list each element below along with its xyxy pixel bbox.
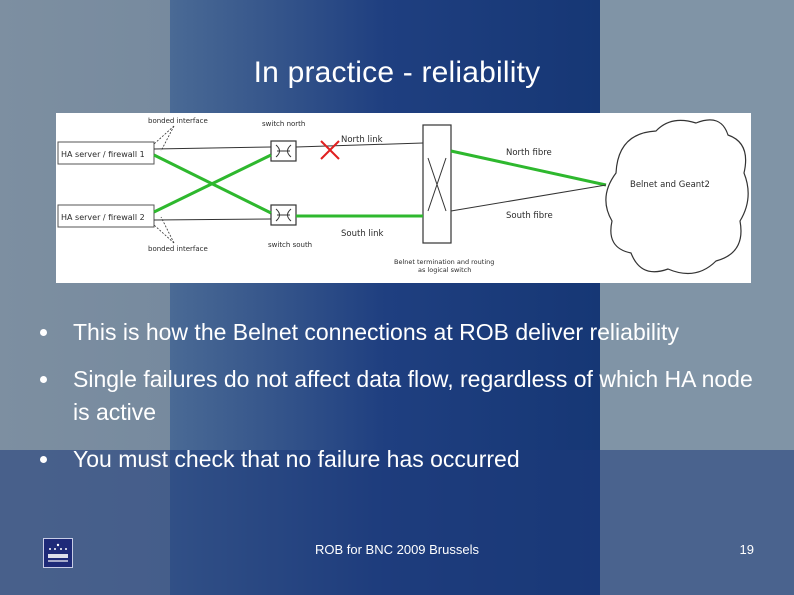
page-number: 19 [739, 542, 754, 557]
network-diagram: Belnet and Geant2 HA server / firewall 1… [56, 113, 751, 283]
north-fibre-label: North fibre [506, 148, 552, 158]
server-1-box [57, 141, 155, 165]
north-fibre-line [450, 149, 607, 187]
bonded-interface-top-label: bonded interface [148, 117, 208, 125]
bullet-item: This is how the Belnet connections at RO… [40, 316, 760, 349]
bullet-text: Single failures do not affect data flow,… [73, 366, 753, 425]
server-2-box [57, 204, 155, 228]
server-1-label: HA server / firewall 1 [61, 150, 145, 159]
bullet-text: This is how the Belnet connections at RO… [73, 319, 679, 345]
south-link-label: South link [341, 229, 384, 239]
cloud-label: Belnet and Geant2 [630, 180, 710, 190]
bullet-dot-icon [40, 329, 47, 336]
north-link-line [295, 142, 424, 148]
active-link-2 [153, 153, 272, 214]
termination-label-line2: as logical switch [418, 266, 471, 274]
termination-label-line1: Belnet termination and routing [394, 258, 494, 266]
rob-logo-icon [43, 538, 73, 568]
bullet-dot-icon [40, 456, 47, 463]
bonded-interface-bottom-label: bonded interface [148, 245, 208, 253]
north-link-label: North link [341, 135, 383, 145]
bullet-text: You must check that no failure has occur… [73, 446, 520, 472]
failure-cross-icon [320, 140, 340, 160]
slide-title: In practice - reliability [253, 56, 541, 89]
bullet-list: This is how the Belnet connections at RO… [40, 316, 760, 490]
south-fibre-line [450, 184, 607, 212]
switch-south-label: switch south [268, 241, 312, 249]
cloud-shape [605, 119, 749, 275]
footer-text: ROB for BNC 2009 Brussels [314, 542, 479, 557]
bullet-item: You must check that no failure has occur… [40, 443, 760, 476]
bullet-item: Single failures do not affect data flow,… [40, 363, 760, 429]
switch-north-label: switch north [262, 120, 305, 128]
south-fibre-label: South fibre [506, 211, 553, 221]
bullet-dot-icon [40, 376, 47, 383]
server-2-label: HA server / firewall 2 [61, 213, 145, 222]
